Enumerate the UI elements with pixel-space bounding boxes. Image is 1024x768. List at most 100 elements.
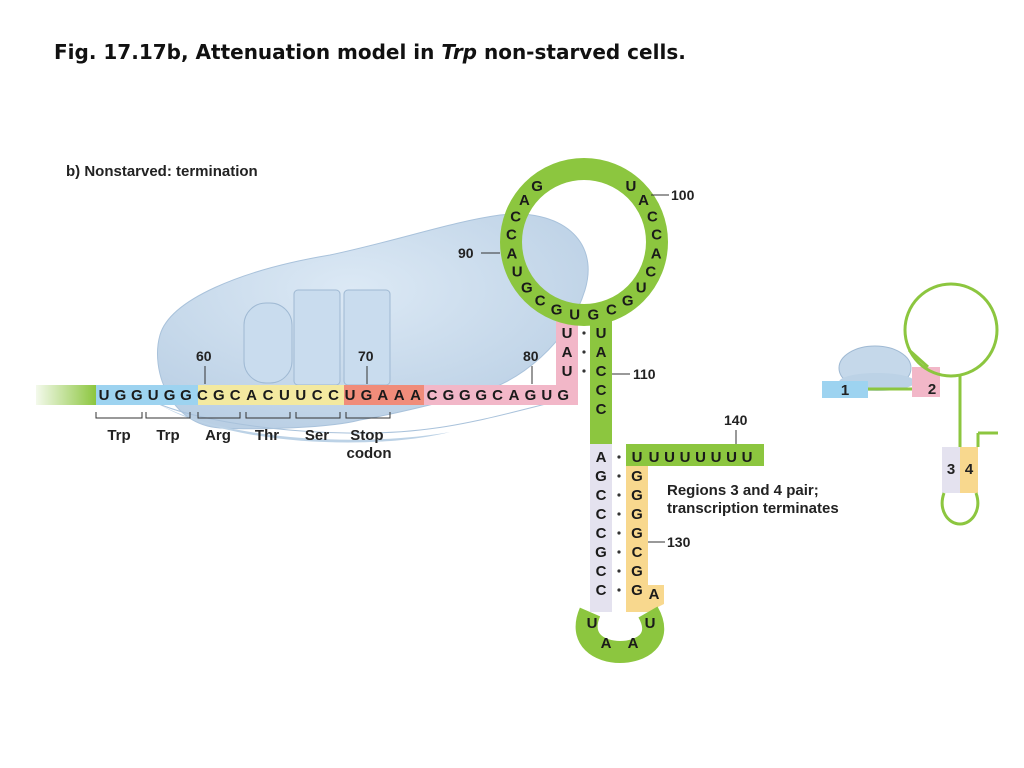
nucleotide: A <box>638 192 649 209</box>
nucleotide: G <box>631 506 643 523</box>
schematic-region-3-box <box>942 447 960 493</box>
nucleotide: A <box>394 387 405 404</box>
nucleotide: C <box>510 208 521 225</box>
nucleotide: C <box>197 387 208 404</box>
nucleotide: A <box>596 344 607 361</box>
title-suffix: non-starved cells. <box>477 40 686 64</box>
leader-segments <box>96 318 578 405</box>
nucleotide: A <box>410 387 421 404</box>
base-pair-dot <box>617 588 621 592</box>
codon-bracket <box>197 412 241 419</box>
position-60: 60 <box>196 348 212 364</box>
nucleotide: G <box>551 302 563 319</box>
nucleotide: U <box>742 449 753 466</box>
nucleotide: G <box>595 468 607 485</box>
nucleotide: C <box>427 387 438 404</box>
codon-label-arg: Arg <box>205 427 231 444</box>
nucleotide: A <box>649 586 660 603</box>
nucleotide: G <box>595 544 607 561</box>
position-110: 110 <box>633 366 656 382</box>
codon-bracket <box>145 412 191 419</box>
schematic-region-4-box <box>960 447 978 493</box>
nucleotide: C <box>596 563 607 580</box>
nucleotide: U <box>680 449 691 466</box>
nucleotide: U <box>596 325 607 342</box>
nucleotide: C <box>645 263 656 280</box>
nucleotide: G <box>631 563 643 580</box>
base-pair-dot <box>617 569 621 573</box>
nucleotide: U <box>711 449 722 466</box>
mrna-5prime <box>36 385 96 405</box>
nucleotide: U <box>632 449 643 466</box>
nucleotide: A <box>628 635 639 652</box>
nucleotide: C <box>596 525 607 542</box>
nucleotide: C <box>492 387 503 404</box>
nucleotide: G <box>115 387 127 404</box>
nucleotide: G <box>631 582 643 599</box>
nucleotide: U <box>664 449 675 466</box>
schematic-region-1: 1 <box>841 382 849 399</box>
nucleotide: G <box>622 292 634 309</box>
nucleotide: G <box>631 487 643 504</box>
codon-bracket <box>345 412 391 419</box>
title-prefix: Fig. 17.17b, Attenuation model in <box>54 40 442 64</box>
nucleotide: C <box>535 292 546 309</box>
nucleotide: C <box>606 302 617 319</box>
nucleotide: A <box>509 387 520 404</box>
base-pair-dot <box>582 331 586 335</box>
nucleotide: U <box>345 387 356 404</box>
nucleotide: C <box>263 387 274 404</box>
nucleotide: G <box>557 387 569 404</box>
nucleotide: U <box>695 449 706 466</box>
nucleotide: G <box>588 306 600 323</box>
stem-position-markers: 90 100 110 130 140 <box>458 187 748 550</box>
nucleotide: G <box>213 387 225 404</box>
nucleotide: U <box>645 615 656 632</box>
nucleotide: U <box>279 387 290 404</box>
nucleotide: C <box>506 227 517 244</box>
nucleotide: U <box>649 449 660 466</box>
nucleotide: C <box>312 387 323 404</box>
schematic: 1 2 3 4 <box>822 282 999 526</box>
nucleotide: G <box>164 387 176 404</box>
nucleotide: A <box>519 192 530 209</box>
terminator-structure <box>500 158 764 664</box>
nucleotide: G <box>361 387 373 404</box>
base-pair-dot <box>582 350 586 354</box>
codon-brackets <box>95 412 391 419</box>
schematic-region-2: 2 <box>928 381 936 398</box>
nucleotide: U <box>541 387 552 404</box>
nucleotide: U <box>512 263 523 280</box>
schematic-region-1-box <box>822 381 868 398</box>
position-130: 130 <box>667 534 691 550</box>
title-italic: Trp <box>441 40 477 64</box>
nucleotide: A <box>506 245 517 262</box>
nucleotide: C <box>328 387 339 404</box>
codon-label-stop: Stop codon <box>347 427 392 462</box>
nucleotide: U <box>99 387 110 404</box>
nucleotide: A <box>596 449 607 466</box>
nucleotide: C <box>647 208 658 225</box>
codon-label-ser: Ser <box>305 427 329 444</box>
nucleotide: A <box>377 387 388 404</box>
nucleotide: U <box>295 387 306 404</box>
nucleotide: G <box>443 387 455 404</box>
codon-label-trp-1: Trp <box>107 427 130 444</box>
nucleotide: C <box>230 387 241 404</box>
ribosome <box>149 213 589 443</box>
nucleotide: U <box>562 325 573 342</box>
nucleotide: C <box>596 382 607 399</box>
nucleotide: G <box>631 468 643 485</box>
nucleotide: G <box>525 387 537 404</box>
nucleotide: C <box>651 227 662 244</box>
nucleotide: U <box>587 615 598 632</box>
termination-annotation: Regions 3 and 4 pair; transcription term… <box>667 482 839 517</box>
nucleotide: A <box>601 635 612 652</box>
nucleotide: U <box>148 387 159 404</box>
position-80: 80 <box>523 348 539 364</box>
position-100: 100 <box>671 187 695 203</box>
nucleotide: C <box>596 363 607 380</box>
